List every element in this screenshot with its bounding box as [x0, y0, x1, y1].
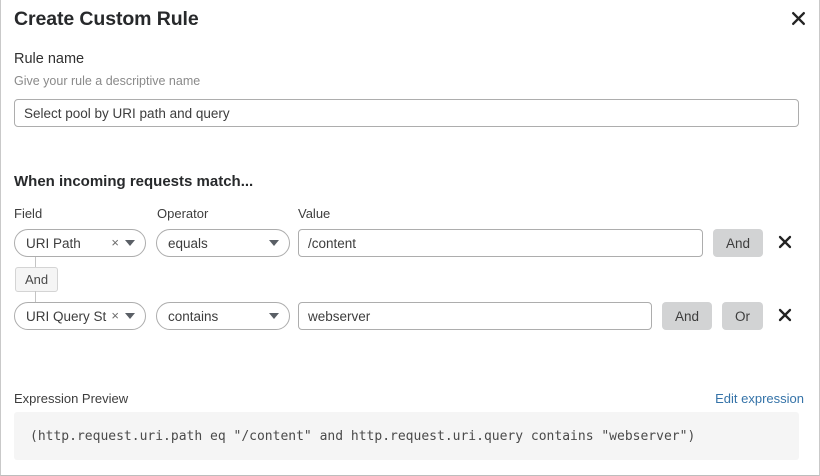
clear-icon[interactable]: ×: [111, 308, 119, 323]
chevron-down-icon: [269, 313, 279, 319]
field-select-row-1-value: URI Path: [26, 235, 81, 251]
operator-select-row-1-value: equals: [168, 235, 208, 251]
clear-icon[interactable]: ×: [111, 235, 119, 250]
value-input-row-1[interactable]: [298, 229, 703, 257]
value-input-row-2[interactable]: [298, 302, 652, 330]
connector-line-top: [35, 257, 36, 268]
field-select-row-2[interactable]: URI Query St... ×: [14, 302, 146, 330]
rule-name-label: Rule name: [14, 51, 85, 67]
chevron-down-icon: [125, 240, 135, 246]
conditions-heading: When incoming requests match...: [14, 173, 254, 190]
chevron-down-icon: [269, 240, 279, 246]
field-select-row-2-value: URI Query St...: [26, 308, 107, 324]
close-icon: [791, 11, 806, 26]
or-button-row-2[interactable]: Or: [722, 302, 763, 330]
and-button-row-1[interactable]: And: [713, 229, 764, 257]
close-icon: [778, 308, 792, 325]
remove-condition-button-row-1[interactable]: [774, 232, 796, 254]
connector-line-bottom: [35, 291, 36, 302]
operator-select-row-1[interactable]: equals: [156, 229, 290, 257]
chevron-down-icon: [125, 313, 135, 319]
expression-preview-label: Expression Preview: [14, 391, 129, 406]
operator-select-row-2[interactable]: contains: [156, 302, 290, 330]
column-header-operator: Operator: [157, 206, 209, 221]
remove-condition-button-row-2[interactable]: [774, 305, 796, 327]
close-icon: [778, 235, 792, 252]
group-logic-and-button[interactable]: And: [15, 267, 59, 292]
column-header-field: Field: [14, 206, 43, 221]
edit-expression-link[interactable]: Edit expression: [715, 391, 804, 406]
close-button[interactable]: [785, 5, 811, 31]
expression-preview-box: (http.request.uri.path eq "/content" and…: [14, 412, 799, 460]
operator-select-row-2-value: contains: [168, 308, 219, 324]
field-select-row-1[interactable]: URI Path ×: [14, 229, 146, 257]
rule-name-help-text: Give your rule a descriptive name: [14, 74, 201, 88]
and-button-row-2[interactable]: And: [662, 302, 713, 330]
expression-preview-code: (http.request.uri.path eq "/content" and…: [30, 428, 696, 444]
column-header-value: Value: [298, 206, 331, 221]
rule-name-input[interactable]: [14, 99, 799, 127]
page-title: Create Custom Rule: [14, 8, 199, 30]
